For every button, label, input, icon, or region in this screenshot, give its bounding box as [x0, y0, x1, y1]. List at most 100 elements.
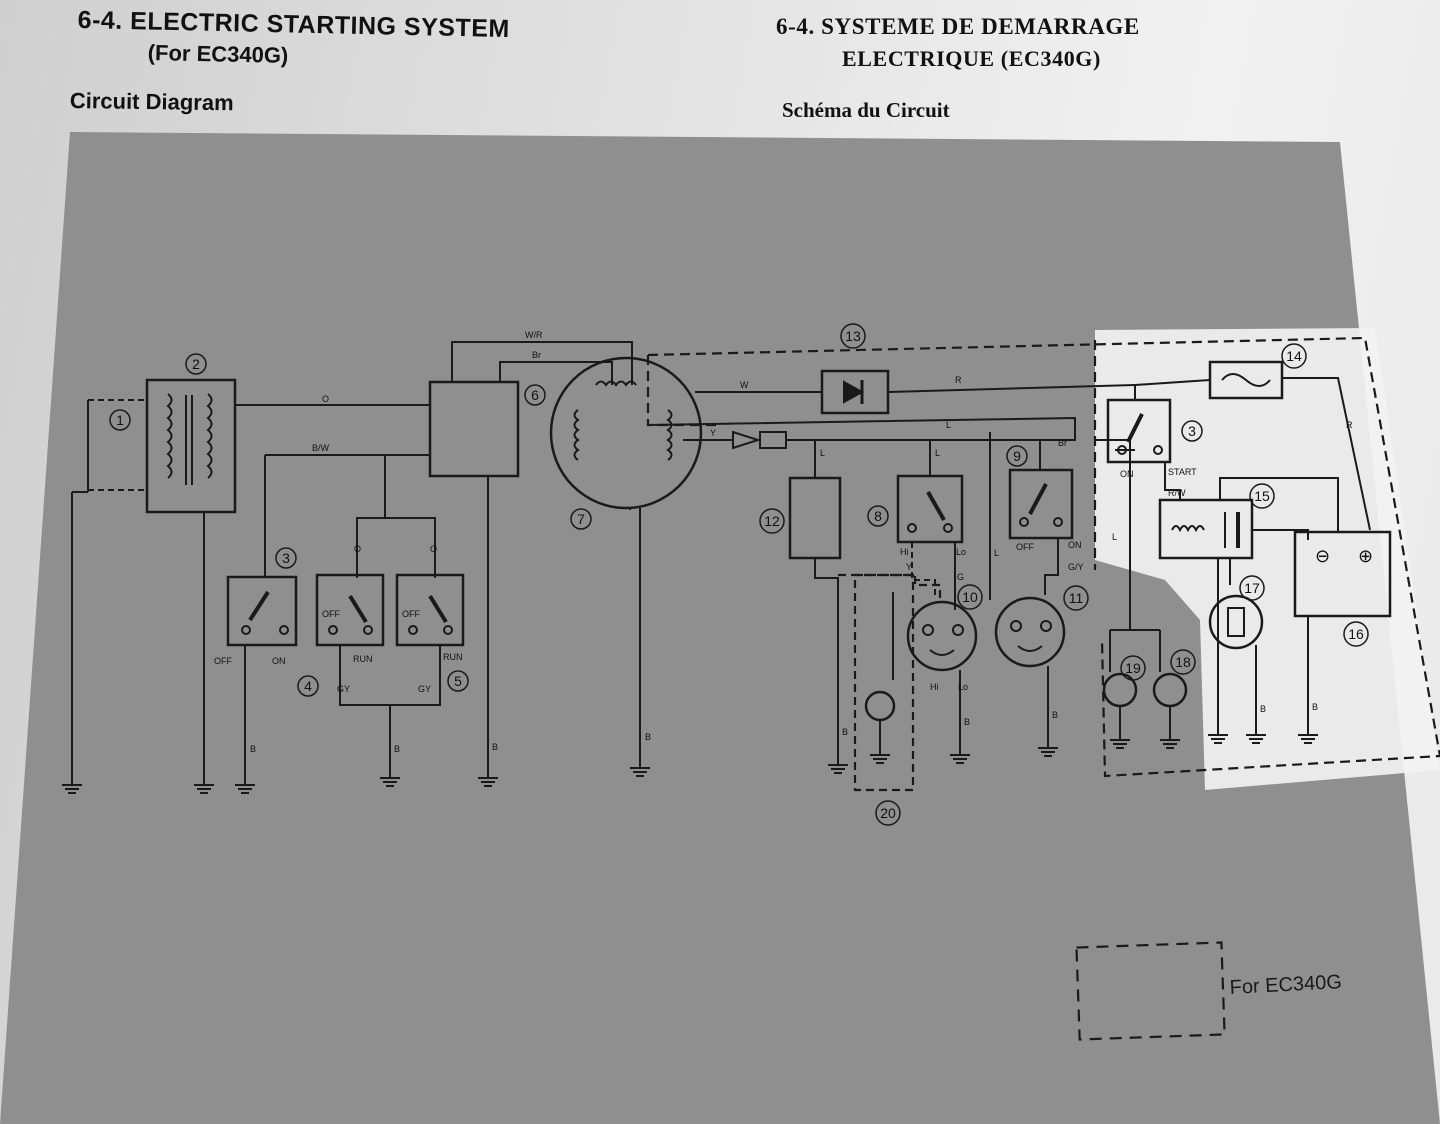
component-number-10: 10	[957, 584, 983, 610]
component-number-text: 9	[1013, 448, 1021, 464]
subtitle-french: ELECTRIQUE (EC340G)	[842, 46, 1101, 71]
ground-symbol	[1246, 734, 1266, 744]
wire-label-o: O	[322, 394, 329, 404]
wire-label-b-w: B/W	[312, 443, 330, 453]
component-number-text: 6	[531, 387, 539, 403]
pos-label-on-3-main: ON	[1120, 469, 1134, 479]
ground-symbol	[194, 784, 214, 794]
wire-label-b-16: B	[1312, 702, 1318, 712]
component-8-dimmer-switch	[896, 474, 964, 544]
component-7-magneto	[549, 356, 703, 768]
wire-label-g: G	[957, 572, 964, 582]
ground-symbol	[1110, 739, 1130, 749]
component-13-rectifier	[820, 369, 890, 415]
wire-label-r-right: R	[1346, 420, 1353, 430]
component-number-14: 14	[1281, 343, 1307, 369]
wire-label-b-11: B	[1052, 710, 1058, 720]
component-18-indicator-lamp	[1152, 672, 1188, 740]
pos-label-hi-10: Hi	[930, 682, 939, 692]
diagram-panel	[0, 132, 1440, 1124]
pos-label-off-4: OFF	[322, 609, 340, 619]
component-4-switch	[315, 573, 385, 647]
wire-label-l-12: L	[820, 448, 825, 458]
component-1-terminal	[71, 399, 148, 785]
wire-label-b-3: B	[250, 744, 256, 754]
wire-label-y-8: Y	[906, 562, 912, 572]
component-number-text: 14	[1286, 348, 1302, 364]
pos-label-on-3: ON	[272, 656, 286, 666]
component-number-2: 2	[185, 353, 207, 375]
component-number-text: 12	[764, 513, 780, 529]
component-number-16: 16	[1343, 621, 1369, 647]
wire-label-l-top: L	[946, 420, 951, 430]
component-6-cdi-unit	[428, 380, 520, 778]
pos-label-start: START	[1168, 467, 1197, 477]
wire-label-y: Y	[710, 428, 716, 438]
component-number-17: 17	[1239, 575, 1265, 601]
component-number-11: 11	[1063, 585, 1089, 611]
pos-label-off-9: OFF	[1016, 542, 1034, 552]
ground-symbol	[828, 764, 848, 774]
wire-label-br-9: Br	[1058, 438, 1067, 448]
component-10-headlight	[906, 600, 978, 755]
wire-label-b-17: B	[1260, 704, 1266, 714]
ground-symbol	[950, 754, 970, 764]
component-number-19: 19	[1120, 655, 1146, 681]
wire-label-gy-4: GY	[337, 684, 350, 694]
wire-label-l-11: L	[994, 548, 999, 558]
component-16-battery	[1293, 530, 1392, 735]
ground-symbol	[1038, 747, 1058, 757]
switch-position-labels: OFF ON OFF RUN OFF RUN Hi Lo OFF ON Hi L…	[214, 467, 1197, 692]
component-number-7: 7	[570, 508, 592, 530]
pos-label-hi-8: Hi	[900, 547, 909, 557]
component-20-group	[838, 573, 942, 792]
wire-label-l-19: L	[1112, 532, 1117, 542]
component-number-text: 16	[1348, 626, 1364, 642]
wire-label-br: Br	[532, 350, 541, 360]
wire-label-b-10: B	[964, 717, 970, 727]
ground-symbol	[870, 754, 890, 764]
wire-label-w-r: W/R	[525, 330, 543, 340]
component-number-text: 5	[454, 673, 462, 689]
ground-symbol	[62, 784, 82, 794]
component-number-9: 9	[1006, 445, 1028, 467]
wire-label-r-w: R/W	[1168, 488, 1186, 498]
component-number-text: 20	[880, 805, 896, 821]
component-number-3-2: 3	[1181, 420, 1203, 442]
pos-label-run-4: RUN	[353, 654, 373, 664]
pos-label-on-9: ON	[1068, 540, 1082, 550]
component-number-20: 20	[875, 800, 901, 826]
wire-label-gy-5: GY	[418, 684, 431, 694]
component-number-4: 4	[297, 675, 319, 697]
ground-symbol	[1298, 734, 1318, 744]
wire-label-o-5: O	[430, 544, 437, 554]
component-3-engine-stop-switch	[226, 575, 298, 647]
legend-dashed-box	[1075, 941, 1226, 1041]
pos-label-lo-8: Lo	[956, 547, 966, 557]
pos-label-lo-10: Lo	[958, 682, 968, 692]
component-number-text: 2	[192, 356, 200, 372]
ground-symbol	[478, 777, 498, 787]
ground-symbol	[380, 777, 400, 787]
component-3-main-switch	[1106, 398, 1172, 464]
component-number-text: 11	[1069, 590, 1084, 606]
component-19-indicator-lamp	[1102, 672, 1138, 740]
ground-symbol	[1208, 734, 1228, 744]
wire-label-r-top: R	[955, 375, 962, 385]
component-number-text: 8	[874, 508, 882, 524]
component-number-13: 13	[840, 323, 866, 349]
wire-label-b-7: B	[645, 732, 651, 742]
pos-label-off-3: OFF	[214, 656, 232, 666]
component-number-1: 1	[109, 409, 131, 431]
component-number-3: 3	[275, 547, 297, 569]
component-11-taillight	[994, 596, 1066, 748]
component-number-text: 10	[962, 589, 978, 605]
pos-label-off-5: OFF	[402, 609, 420, 619]
component-17-starter-motor	[1208, 594, 1264, 735]
ground-symbol	[235, 784, 255, 794]
ground-symbol	[630, 767, 650, 777]
component-number-text: 15	[1254, 488, 1270, 504]
component-number-5: 5	[447, 670, 469, 692]
highlight-area	[1095, 328, 1440, 790]
